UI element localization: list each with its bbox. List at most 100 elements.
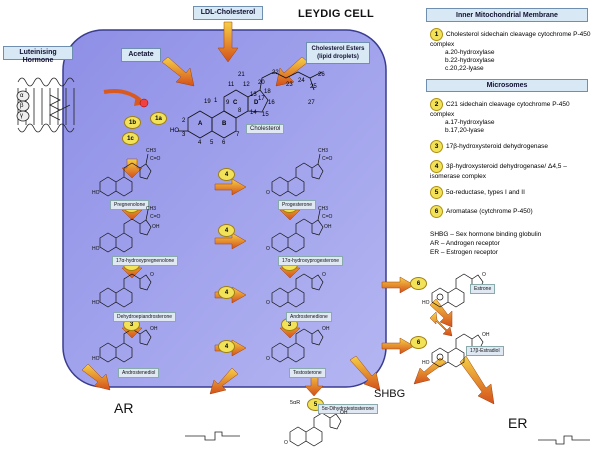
androdiol-ho: HO [92, 356, 100, 362]
legend-item-1-title: Cholesterol sidechain cleavage cytochrom… [430, 31, 591, 48]
abbrev-ar: AR – Androgen receptor [430, 240, 500, 247]
atom-13: 13 [250, 92, 257, 98]
legend-num-6: 6 [430, 205, 443, 218]
ohpreg-co: C=O [150, 214, 161, 220]
legend-num-4: 4 [430, 160, 443, 173]
ring-c: C [233, 100, 238, 106]
dhea-o: O [150, 272, 154, 278]
ohpreg-label: 17α-hydroxypregnenolone [112, 256, 179, 266]
estradiol-ho: HO [422, 360, 430, 366]
andro-o-top: O [322, 272, 326, 278]
atom-5: 5 [210, 140, 214, 146]
testosterone-label: Testosterone [289, 368, 326, 378]
shbg-label: SHBG [374, 388, 406, 400]
legend-item-2a: a.17-hydroxylase [445, 119, 495, 126]
cholesterol-structure [178, 71, 323, 139]
atom-11: 11 [228, 82, 235, 88]
step-4-badge-3: 4 [218, 286, 235, 299]
atom-27: 27 [308, 100, 315, 106]
estradiol-oh: OH [482, 332, 490, 338]
ohprog-co: C=O [322, 214, 333, 220]
microsomes-header: Microsomes [426, 79, 588, 92]
cholesterol-ho: HO [170, 128, 179, 134]
ohprog-ch3: CH3 [318, 206, 329, 212]
atom-22: 22 [272, 70, 279, 76]
atom-2: 2 [182, 118, 186, 124]
legend-num-2: 2 [430, 98, 443, 111]
ohprog-o: O [266, 246, 270, 252]
progesterone-label: Progesterone [278, 200, 317, 210]
atom-3: 3 [182, 132, 186, 138]
step-4-badge-1: 4 [218, 168, 235, 181]
prog-o: O [266, 190, 270, 196]
er-label: ER [508, 415, 528, 431]
legend-num-3: 3 [430, 140, 443, 153]
receptor-alpha: α [20, 93, 24, 99]
legend-num-5: 5 [430, 186, 443, 199]
legend-item-6-text: Aromatase (cytchrome P-450) [446, 208, 533, 216]
estradiol-label: 17β-Estradiol [466, 346, 504, 356]
pregnenolone-label: Pregnenolone [110, 200, 150, 210]
receptor-gamma: γ [20, 113, 23, 119]
luteinising-hormone-box: Luteinising Hormone [3, 46, 73, 64]
page-title: LEYDIG CELL [298, 8, 375, 20]
step-6-badge-2: 6 [410, 336, 427, 349]
atom-21: 21 [238, 72, 245, 78]
step-4-badge-2: 4 [218, 224, 235, 237]
atom-25: 25 [310, 84, 317, 90]
atom-12: 12 [243, 82, 250, 88]
prog-ch3: CH3 [318, 148, 329, 154]
dhea-label: Dehydroepiandrosterone [113, 312, 177, 322]
ohpreg-ch3: CH3 [146, 206, 157, 212]
steroid-skeletons [99, 153, 484, 447]
preg-ch3: CH3 [146, 148, 157, 154]
prog-co: C=O [322, 156, 333, 162]
step-4-badge-4: 4 [218, 340, 235, 353]
atom-24: 24 [298, 78, 305, 84]
esters-arrow [275, 56, 309, 87]
cholesterol-esters-box: Cholesterol Esters (lipid droplets) [306, 42, 370, 64]
estrone-o: O [482, 272, 486, 278]
five-ar-label: 5αR [290, 400, 301, 406]
ring-b: B [222, 121, 227, 127]
receptor-beta: β [20, 103, 24, 109]
acetate-arrow [161, 56, 195, 87]
atom-26: 26 [318, 72, 325, 78]
abbrev-er: ER – Estrogen receptor [430, 249, 498, 256]
legend-item-1b: b.22-hydroxylase [445, 57, 495, 64]
ldl-arrow [217, 21, 239, 63]
ldl-cholesterol-box: LDL-Cholesterol [193, 6, 263, 20]
androdiol-oh: OH [150, 326, 158, 332]
ar-label: AR [114, 400, 134, 416]
androstenediol-label: Androstenediol [118, 368, 160, 378]
atom-16: 16 [268, 100, 275, 106]
dht-o: O [284, 440, 288, 446]
preg-ho: HO [92, 190, 100, 196]
atom-1: 1 [214, 98, 218, 104]
legend-item-1c: c.20,22-lyase [445, 65, 484, 72]
ohprog-oh: OH [324, 224, 332, 230]
atom-4: 4 [198, 140, 202, 146]
atom-8: 8 [238, 108, 242, 114]
atom-9: 9 [226, 100, 230, 106]
abbrev-shbg: SHBG – Sex hormone binding globulin [430, 231, 542, 238]
ring-a: A [198, 121, 203, 127]
atom-20: 20 [258, 80, 265, 86]
atom-23: 23 [286, 82, 293, 88]
ohpreg-oh: OH [152, 224, 160, 230]
legend-item-1a: a.20-hydroxylase [445, 49, 495, 56]
testo-oh: OH [322, 326, 330, 332]
estrone-label: Estrone [470, 284, 496, 294]
legend-item-4-text: 3β-hydroxysteroid dehydrogenase/ Δ4,5 –i… [430, 163, 567, 180]
andro-o: O [266, 300, 270, 306]
estrone-ho: HO [422, 300, 430, 306]
gene-symbols [185, 431, 590, 445]
estrone-estradiol-arrow [429, 298, 453, 328]
atom-19: 19 [204, 99, 211, 105]
